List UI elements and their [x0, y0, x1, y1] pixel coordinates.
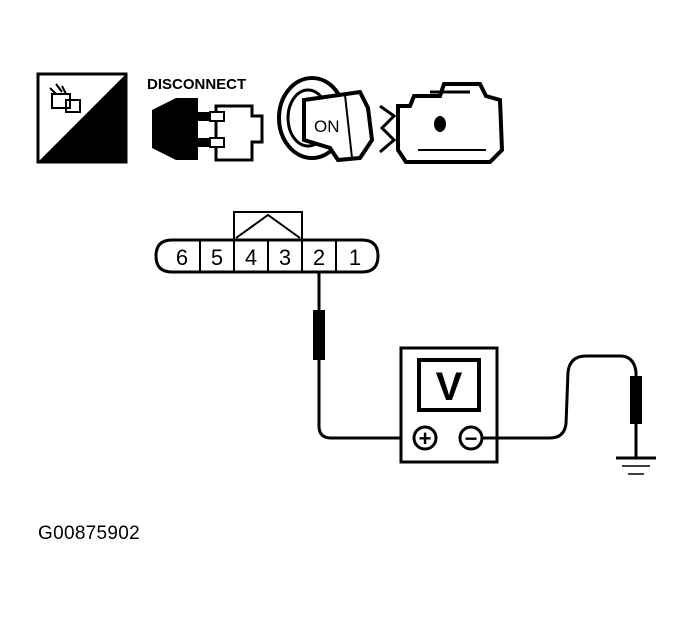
ignition-key-on-icon: ON	[277, 76, 375, 163]
voltmeter-label: V	[436, 365, 463, 409]
disconnect-label: DISCONNECT	[147, 76, 246, 93]
figure-id: G00875902	[38, 523, 141, 544]
negative-lead-wire	[482, 354, 638, 440]
positive-terminal-label: +	[419, 426, 432, 451]
pin-label: 2	[313, 245, 325, 270]
troubleshoot-label: T.S.	[75, 139, 109, 161]
positive-terminal	[412, 425, 438, 451]
negative-terminal-label: −	[465, 426, 478, 451]
pin-label: 6	[176, 245, 188, 270]
pin-label: 5	[211, 245, 223, 270]
ground-icon	[616, 456, 656, 475]
pin-label: 3	[279, 245, 291, 270]
troubleshoot-icon: T.S.	[36, 72, 128, 164]
positive-lead-wire	[317, 360, 412, 440]
negative-probe	[482, 354, 642, 458]
pin-label: 1	[349, 245, 361, 270]
connector-disconnect-icon: DISCONNECT	[147, 76, 264, 162]
engine-icon	[379, 82, 505, 164]
positive-probe	[313, 272, 412, 440]
voltmeter: V + −	[399, 346, 499, 464]
ignition-on-label: ON	[314, 117, 340, 136]
connector: 6 5 4 3 2 1	[154, 211, 380, 274]
pin-label: 4	[245, 245, 257, 270]
